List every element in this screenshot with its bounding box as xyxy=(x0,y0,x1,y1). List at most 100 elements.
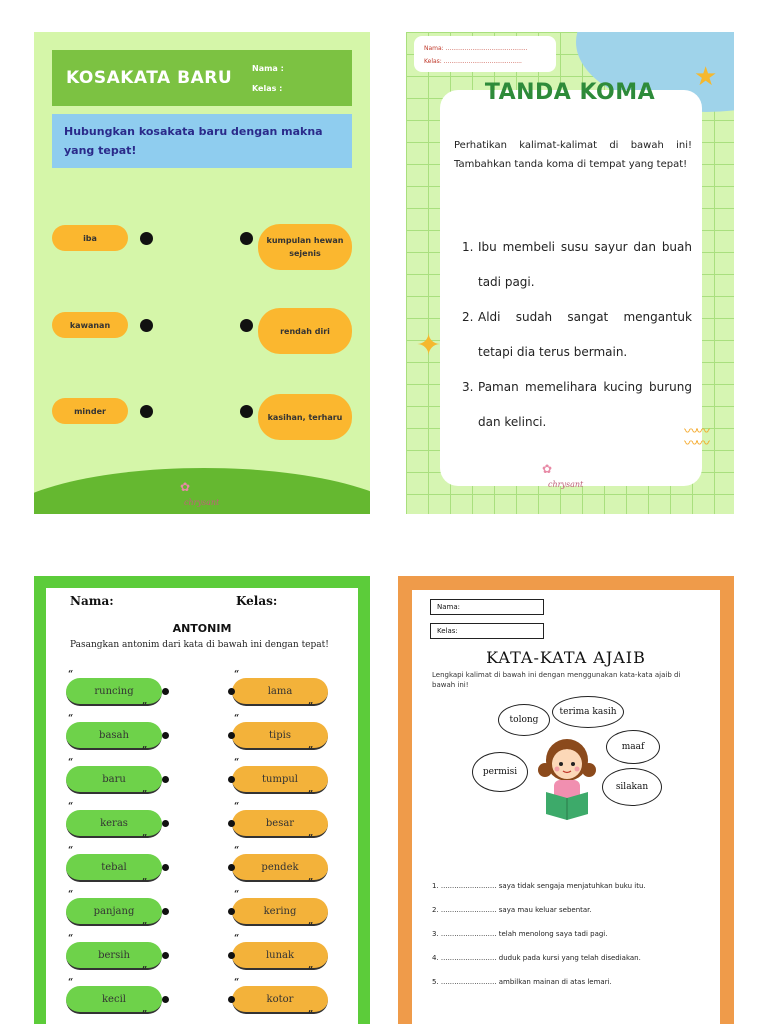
name-field[interactable]: Nama: xyxy=(430,599,544,615)
quote-mark: “ xyxy=(68,714,74,724)
meaning-pill[interactable]: rendah diri xyxy=(258,308,352,354)
item-text: Ibu membeli susu sayur dan buah tadi pag… xyxy=(478,240,692,289)
item-number: 3. xyxy=(462,380,474,394)
connector-dot[interactable] xyxy=(240,405,253,418)
brand-logo: chrysant xyxy=(548,480,584,489)
connector-dot[interactable] xyxy=(228,952,235,959)
antonym-pill[interactable]: lama xyxy=(232,678,328,706)
girl-reading-illustration xyxy=(538,739,596,820)
word-pill[interactable]: kawanan xyxy=(52,312,128,338)
connector-dot[interactable] xyxy=(162,864,169,871)
item-text: Aldi sudah sangat mengantuk tetapi dia t… xyxy=(478,310,692,359)
word-pill[interactable]: minder xyxy=(52,398,128,424)
quote-mark: “ xyxy=(68,670,74,680)
item-text: Paman memelihara kucing burung dan kelin… xyxy=(478,380,692,429)
magic-word-bubble: silakan xyxy=(602,768,662,806)
quote-mark: ” xyxy=(308,922,314,932)
antonym-pill[interactable]: tipis xyxy=(232,722,328,750)
green-hill-decoration xyxy=(34,468,370,514)
item-number: 1. xyxy=(462,240,474,254)
quote-mark: “ xyxy=(68,758,74,768)
quote-mark: ” xyxy=(308,966,314,976)
antonym-pill[interactable]: runcing xyxy=(66,678,162,706)
connector-dot[interactable] xyxy=(162,820,169,827)
quote-mark: “ xyxy=(234,802,240,812)
meaning-pill[interactable]: kasihan, terharu xyxy=(258,394,352,440)
name-class-box: Nama: ..................................… xyxy=(414,36,556,72)
worksheet-kata-kata-ajaib: Nama: Kelas: KATA-KATA AJAIB Lengkapi ka… xyxy=(398,576,734,1024)
magic-word-bubble: terima kasih xyxy=(552,696,624,728)
connector-dot[interactable] xyxy=(162,688,169,695)
connector-dot[interactable] xyxy=(140,319,153,332)
class-label: Kelas: xyxy=(236,594,278,608)
connector-dot[interactable] xyxy=(162,952,169,959)
connector-dot[interactable] xyxy=(162,776,169,783)
quote-mark: ” xyxy=(142,746,148,756)
antonym-pill[interactable]: tumpul xyxy=(232,766,328,794)
antonym-pill[interactable]: pendek xyxy=(232,854,328,882)
quote-mark: “ xyxy=(234,714,240,724)
connector-dot[interactable] xyxy=(228,996,235,1003)
antonym-pill[interactable]: baru xyxy=(66,766,162,794)
quote-mark: “ xyxy=(68,846,74,856)
connector-dot[interactable] xyxy=(228,908,235,915)
connector-dot[interactable] xyxy=(228,688,235,695)
quote-mark: “ xyxy=(68,890,74,900)
antonym-pill[interactable]: kotor xyxy=(232,986,328,1014)
quote-mark: ” xyxy=(308,878,314,888)
antonym-pill[interactable]: lunak xyxy=(232,942,328,970)
item-number: 2. xyxy=(462,310,474,324)
magic-word-bubble: maaf xyxy=(606,730,660,764)
word-pill[interactable]: iba xyxy=(52,225,128,251)
meaning-pill[interactable]: kumpulan hewan sejenis xyxy=(258,224,352,270)
worksheet-title: TANDA KOMA xyxy=(484,80,656,105)
class-label: Kelas : xyxy=(252,84,283,93)
quote-mark: “ xyxy=(234,846,240,856)
connector-dot[interactable] xyxy=(228,776,235,783)
worksheet-title: KATA-KATA AJAIB xyxy=(486,648,646,667)
connector-dot[interactable] xyxy=(240,319,253,332)
antonym-pill[interactable]: keras xyxy=(66,810,162,838)
star-icon: ★ xyxy=(694,62,718,92)
connector-dot[interactable] xyxy=(228,732,235,739)
class-label: Kelas: .................................… xyxy=(424,58,522,65)
connector-dot[interactable] xyxy=(162,908,169,915)
worksheet-header: KOSAKATA BARU Nama : Kelas : xyxy=(52,50,352,106)
worksheet-kosakata-baru: KOSAKATA BARU Nama : Kelas : Hubungkan k… xyxy=(34,32,370,514)
sentence-line: 5. ......................... ambilkan ma… xyxy=(432,978,612,986)
sentence-line: 4. ......................... duduk pada … xyxy=(432,954,641,962)
quote-mark: “ xyxy=(68,978,74,988)
worksheet-title: ANTONIM xyxy=(172,622,232,635)
connector-dot[interactable] xyxy=(240,232,253,245)
antonym-pill[interactable]: tebal xyxy=(66,854,162,882)
antonym-pill[interactable]: basah xyxy=(66,722,162,750)
connector-dot[interactable] xyxy=(162,732,169,739)
quote-mark: “ xyxy=(234,670,240,680)
connector-dot[interactable] xyxy=(140,405,153,418)
class-field[interactable]: Kelas: xyxy=(430,623,544,639)
quote-mark: ” xyxy=(308,834,314,844)
quote-mark: “ xyxy=(234,758,240,768)
connector-dot[interactable] xyxy=(228,864,235,871)
connector-dot[interactable] xyxy=(140,232,153,245)
quote-mark: ” xyxy=(142,1010,148,1020)
flower-icon: ✿ xyxy=(542,462,553,476)
worksheet-title: KOSAKATA BARU xyxy=(66,68,233,88)
quote-mark: ” xyxy=(142,966,148,976)
name-label: Nama : xyxy=(252,64,284,73)
quote-mark: ” xyxy=(308,702,314,712)
instruction-text: Hubungkan kosakata baru dengan makna yan… xyxy=(64,125,323,157)
flower-icon: ✿ xyxy=(180,480,191,494)
antonym-pill[interactable]: panjang xyxy=(66,898,162,926)
worksheet-tanda-koma: Nama: ..................................… xyxy=(406,32,734,514)
antonym-pill[interactable]: kecil xyxy=(66,986,162,1014)
sentence-line: 2. ......................... saya mau ke… xyxy=(432,906,592,914)
antonym-pill[interactable]: kering xyxy=(232,898,328,926)
connector-dot[interactable] xyxy=(162,996,169,1003)
antonym-pill[interactable]: besar xyxy=(232,810,328,838)
instruction-box: Hubungkan kosakata baru dengan makna yan… xyxy=(52,114,352,168)
connector-dot[interactable] xyxy=(228,820,235,827)
quote-mark: “ xyxy=(234,934,240,944)
antonym-pill[interactable]: bersih xyxy=(66,942,162,970)
quote-mark: ” xyxy=(308,790,314,800)
